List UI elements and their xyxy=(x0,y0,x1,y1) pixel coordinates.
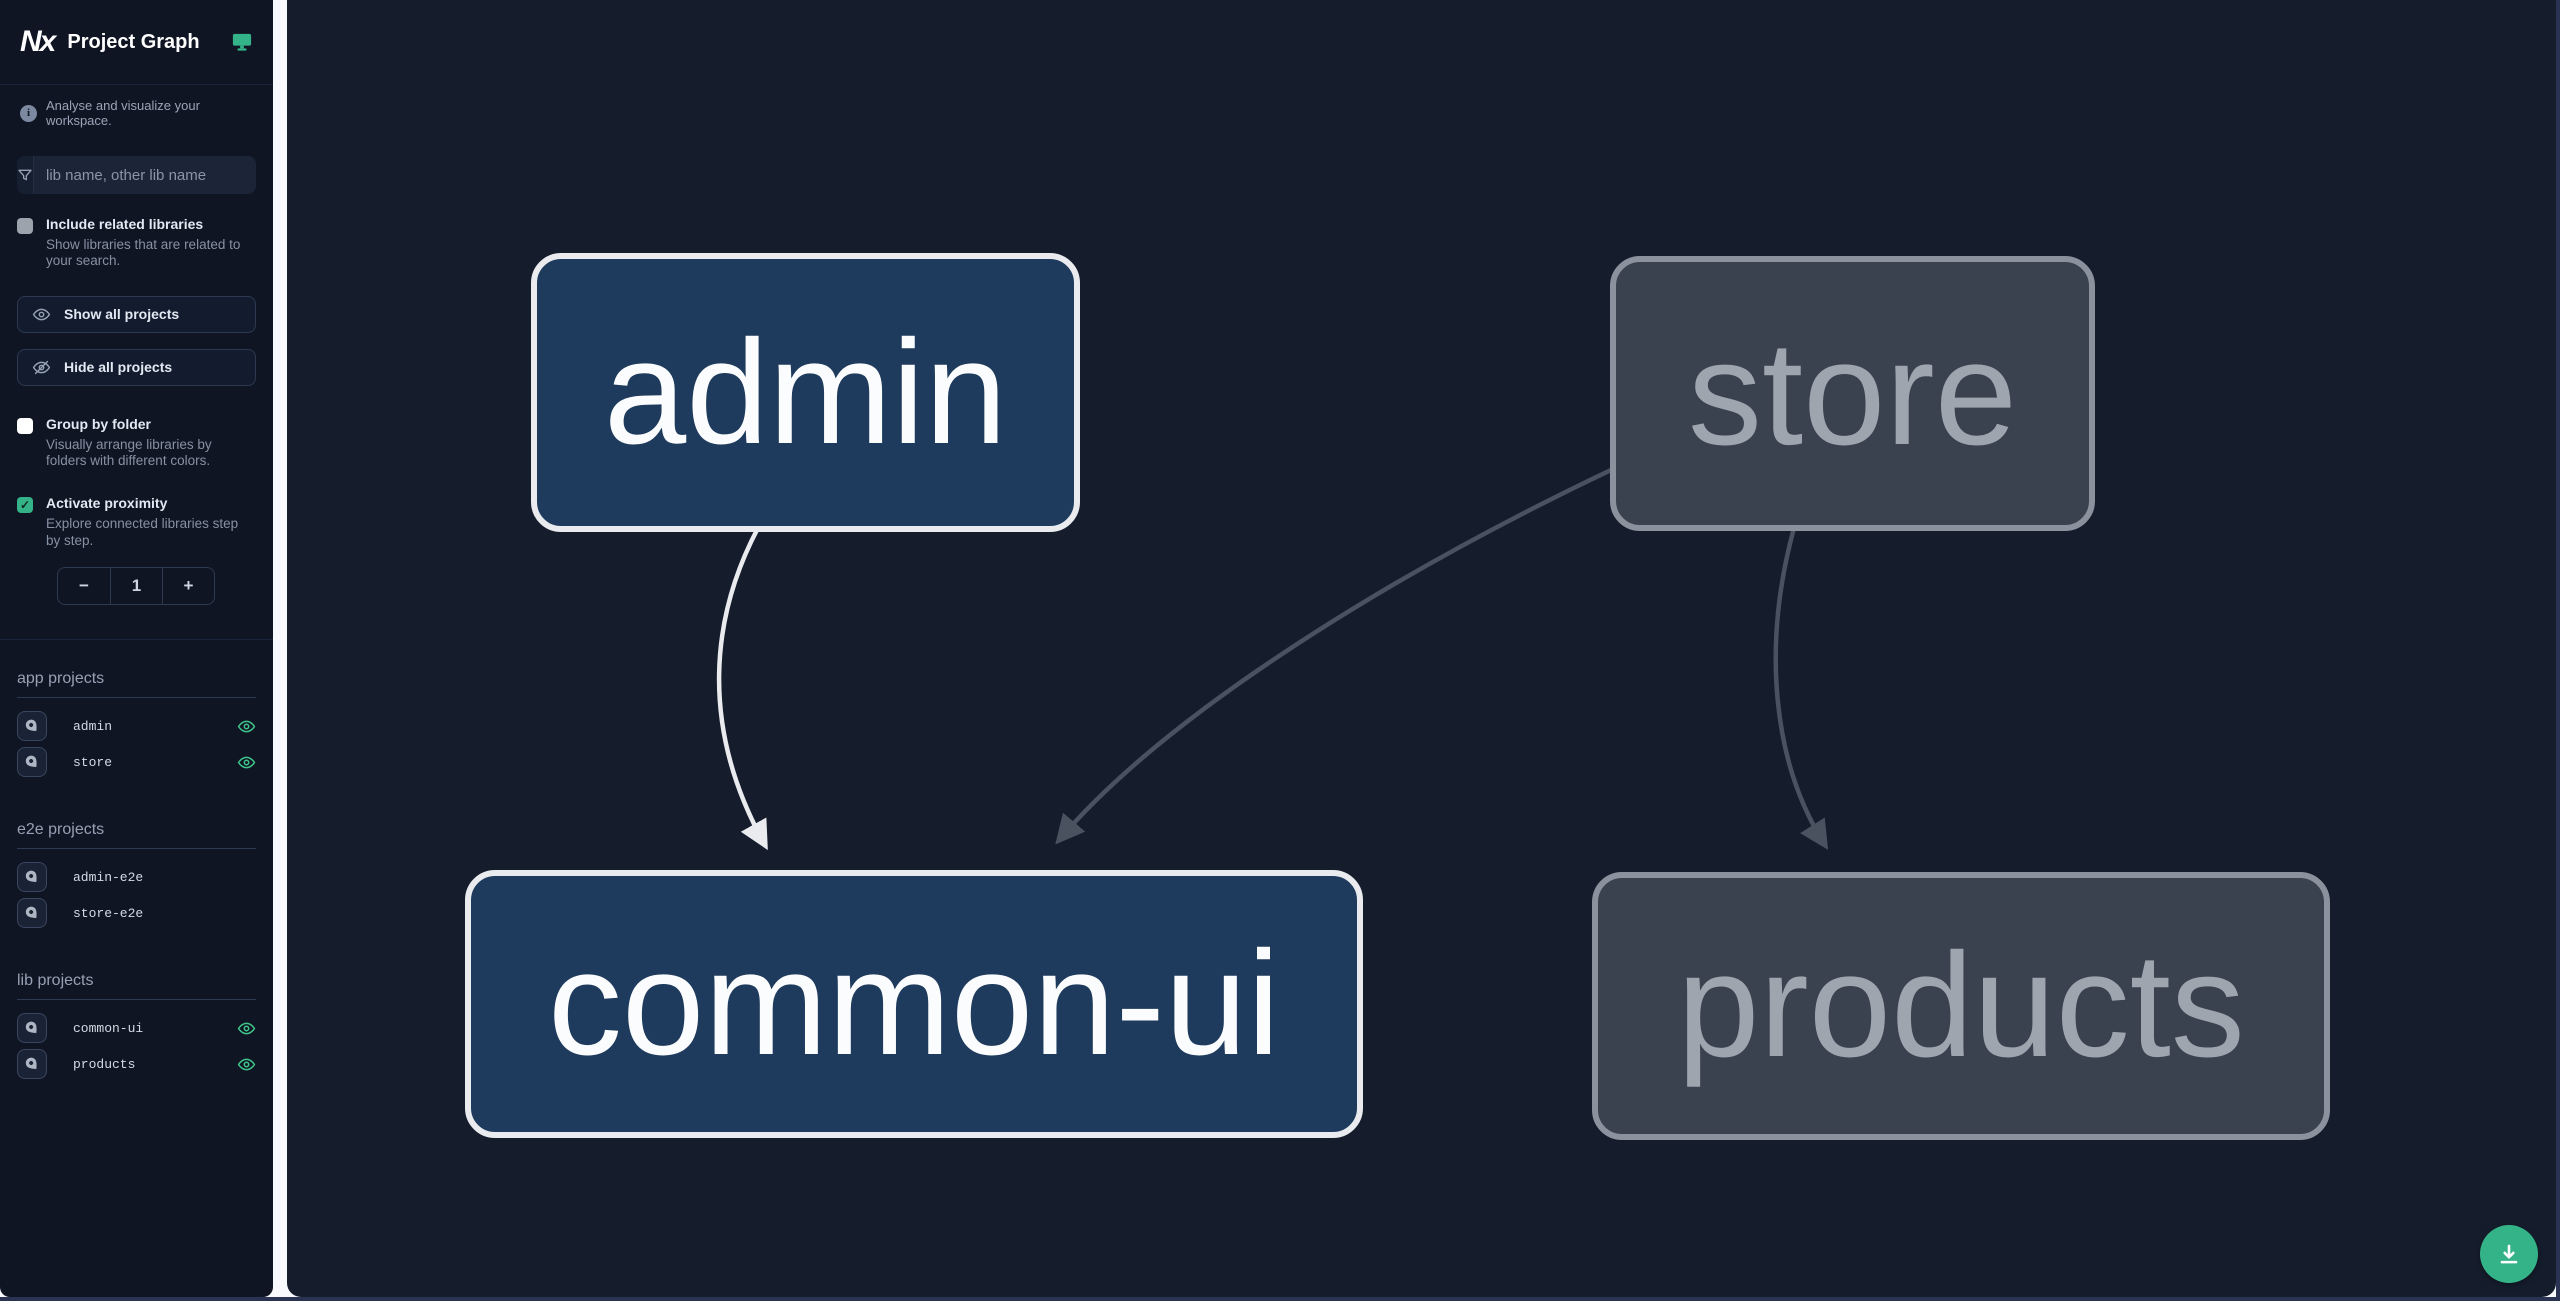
eye-icon xyxy=(32,308,51,321)
focus-project-button[interactable] xyxy=(17,711,47,742)
edge-store-to-common-ui xyxy=(1055,467,1612,845)
project-name[interactable]: store-e2e xyxy=(73,905,144,921)
filter-box xyxy=(17,156,256,194)
edge-admin-to-common-ui xyxy=(716,526,768,851)
map-pin-icon xyxy=(25,719,37,732)
proximity-value: 1 xyxy=(110,568,162,605)
sidebar: Nx Project Graph i Analyse and visualize… xyxy=(0,0,273,1297)
include-related-checkbox[interactable] xyxy=(17,218,33,234)
eye-off-icon xyxy=(32,360,51,375)
focus-project-button[interactable] xyxy=(17,862,47,893)
app-title: Project Graph xyxy=(67,30,200,53)
workspace-tagline-row: i Analyse and visualize your workspace. xyxy=(0,84,273,141)
proximity-increment-button[interactable]: + xyxy=(162,568,214,605)
sidebar-divider xyxy=(0,639,273,641)
filter-input[interactable] xyxy=(34,156,256,194)
group-by-folder-description: Visually arrange libraries by folders wi… xyxy=(46,436,212,468)
show-all-projects-button[interactable]: Show all projects xyxy=(17,295,256,333)
graph-node-products[interactable]: products xyxy=(1592,872,2330,1140)
map-pin-icon xyxy=(25,1057,37,1070)
funnel-icon xyxy=(17,156,34,194)
edge-store-to-products xyxy=(1773,527,1829,850)
include-related-label: Include related libraries xyxy=(46,216,204,232)
graph-edges xyxy=(716,467,1829,851)
visibility-eye-icon[interactable] xyxy=(237,1019,256,1038)
download-icon xyxy=(2500,1244,2518,1264)
graph-node-common-ui[interactable]: common-ui xyxy=(465,870,1363,1138)
proximity-stepper: − 1 + xyxy=(57,567,215,606)
hide-all-projects-button[interactable]: Hide all projects xyxy=(17,348,256,386)
include-related-option[interactable]: Include related libraries Show libraries… xyxy=(17,216,256,270)
map-pin-icon xyxy=(25,1021,37,1034)
download-graph-button[interactable] xyxy=(2480,1225,2538,1283)
project-name[interactable]: admin xyxy=(73,718,113,734)
focus-project-button[interactable] xyxy=(17,898,47,929)
graph-node-store[interactable]: store xyxy=(1610,256,2095,531)
proximity-decrement-button[interactable]: − xyxy=(79,576,89,596)
page-right-edge xyxy=(2556,0,2560,1301)
project-row-products[interactable]: products xyxy=(17,1049,256,1080)
project-row-common-ui[interactable]: common-ui xyxy=(17,1013,256,1044)
map-pin-icon xyxy=(25,906,37,919)
sidebar-header: Nx Project Graph xyxy=(0,0,273,84)
group-by-folder-label: Group by folder xyxy=(46,415,151,432)
group-by-folder-checkbox[interactable] xyxy=(17,417,33,434)
activate-proximity-option[interactable]: ✓ Activate proximity Explore connected l… xyxy=(17,495,256,549)
project-row-store-e2e[interactable]: store-e2e xyxy=(17,898,256,929)
app-projects-heading: app projects xyxy=(17,670,256,699)
project-name[interactable]: store xyxy=(73,754,113,770)
info-icon: i xyxy=(20,104,37,122)
project-row-store[interactable]: store xyxy=(17,747,256,778)
focus-project-button[interactable] xyxy=(17,1049,47,1080)
focus-project-button[interactable] xyxy=(17,747,47,778)
map-pin-icon xyxy=(25,755,37,768)
include-related-description: Show libraries that are related to your … xyxy=(46,236,241,269)
graph-canvas[interactable]: admin store common-ui products xyxy=(287,0,2556,1297)
focus-project-button[interactable] xyxy=(17,1013,47,1044)
map-pin-icon xyxy=(25,870,37,883)
page-bottom-edge xyxy=(0,1297,2560,1301)
group-by-folder-option[interactable]: Group by folder Visually arrange librari… xyxy=(17,416,256,470)
workspace-tagline: Analyse and visualize your workspace. xyxy=(46,98,200,128)
monitor-icon[interactable] xyxy=(231,32,253,52)
e2e-projects-section: e2e projects admin-e2e store-e2e xyxy=(0,821,273,929)
visibility-eye-icon[interactable] xyxy=(237,1055,256,1074)
app-projects-section: app projects admin store xyxy=(0,670,273,778)
activate-proximity-description: Explore connected libraries step by step… xyxy=(46,516,239,548)
project-name[interactable]: products xyxy=(73,1056,136,1072)
project-name[interactable]: common-ui xyxy=(73,1020,144,1036)
lib-projects-section: lib projects common-ui products xyxy=(0,972,273,1080)
project-name[interactable]: admin-e2e xyxy=(73,869,144,885)
hide-all-projects-label: Hide all projects xyxy=(64,359,173,376)
lib-projects-heading: lib projects xyxy=(17,972,256,1001)
nx-logo-icon: Nx xyxy=(20,25,56,58)
project-row-admin-e2e[interactable]: admin-e2e xyxy=(17,862,256,893)
visibility-eye-icon[interactable] xyxy=(237,753,256,772)
activate-proximity-label: Activate proximity xyxy=(46,495,168,512)
show-all-projects-label: Show all projects xyxy=(64,306,180,323)
e2e-projects-heading: e2e projects xyxy=(17,821,256,850)
project-row-admin[interactable]: admin xyxy=(17,711,256,742)
activate-proximity-checkbox[interactable]: ✓ xyxy=(17,497,33,514)
visibility-eye-icon[interactable] xyxy=(237,717,256,736)
graph-node-admin[interactable]: admin xyxy=(531,253,1080,532)
